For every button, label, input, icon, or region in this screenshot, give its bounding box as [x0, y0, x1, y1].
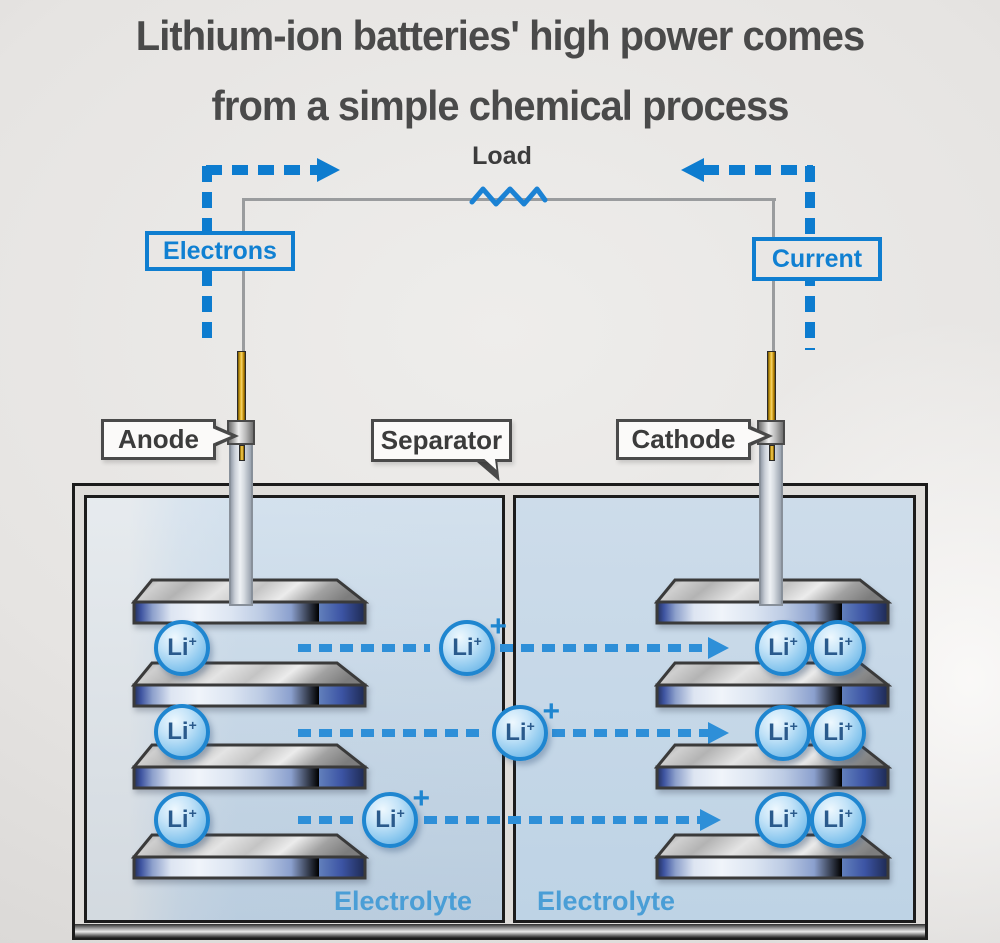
electrode-plate [131, 833, 369, 880]
electrolyte-label-right: Electrolyte [537, 886, 676, 916]
ion-path-row1-a [298, 644, 430, 652]
lithium-ion: Li+ [810, 620, 866, 676]
load-label: Load [472, 142, 532, 170]
anode-pin [237, 351, 246, 425]
battery-case-base [75, 924, 925, 938]
ion-arrowhead-row3-icon [700, 809, 721, 831]
lithium-ion: Li+ [810, 705, 866, 761]
wire-top [243, 198, 776, 201]
lithium-ion: Li+ [154, 620, 210, 676]
lithium-ion: Li+ [755, 792, 811, 848]
lithium-ion-migrating: Li++ [492, 695, 560, 761]
ion-path-row3-a [298, 816, 356, 824]
lithium-ion-migrating: Li++ [362, 782, 430, 848]
electrons-label-box: Electrons [145, 231, 295, 271]
lithium-ion: Li+ [154, 704, 210, 760]
ion-path-row2-a [298, 729, 484, 737]
title-line-1: Lithium-ion batteries' high power comes [135, 12, 865, 59]
electrode-plate [131, 661, 369, 708]
lithium-ion: Li+ [755, 620, 811, 676]
electron-flow-horizontal [206, 165, 318, 175]
resistor-icon [469, 186, 548, 207]
label-pointer [212, 428, 231, 444]
anode-pin-tip [239, 445, 245, 461]
lithium-ion: Li+ [810, 792, 866, 848]
title-line-2: from a simple chemical process [211, 82, 790, 129]
current-label-box: Current [752, 237, 882, 281]
lithium-ion: Li+ [154, 792, 210, 848]
lithium-ion: Li+ [755, 705, 811, 761]
lithium-ion-migrating: Li++ [439, 610, 507, 676]
anode-label: Anode [101, 419, 216, 460]
ion-arrowhead-row2-icon [708, 722, 729, 744]
current-arrowhead-icon [681, 158, 704, 182]
separator-label: Separator [371, 419, 512, 462]
electron-arrowhead-icon [317, 158, 340, 182]
ion-path-row2-b [552, 729, 708, 737]
cathode-label: Cathode [616, 419, 751, 460]
wire-left [242, 198, 245, 352]
ion-arrowhead-row1-icon [708, 637, 729, 659]
cathode-pin [767, 351, 776, 425]
ion-path-row3-b [424, 816, 700, 824]
label-pointer [746, 428, 765, 444]
anode-rod [229, 442, 253, 606]
electrolyte-label-left: Electrolyte [333, 886, 472, 916]
cathode-rod [759, 442, 783, 606]
current-flow-horizontal [703, 165, 813, 175]
ion-path-row1-b [500, 644, 708, 652]
